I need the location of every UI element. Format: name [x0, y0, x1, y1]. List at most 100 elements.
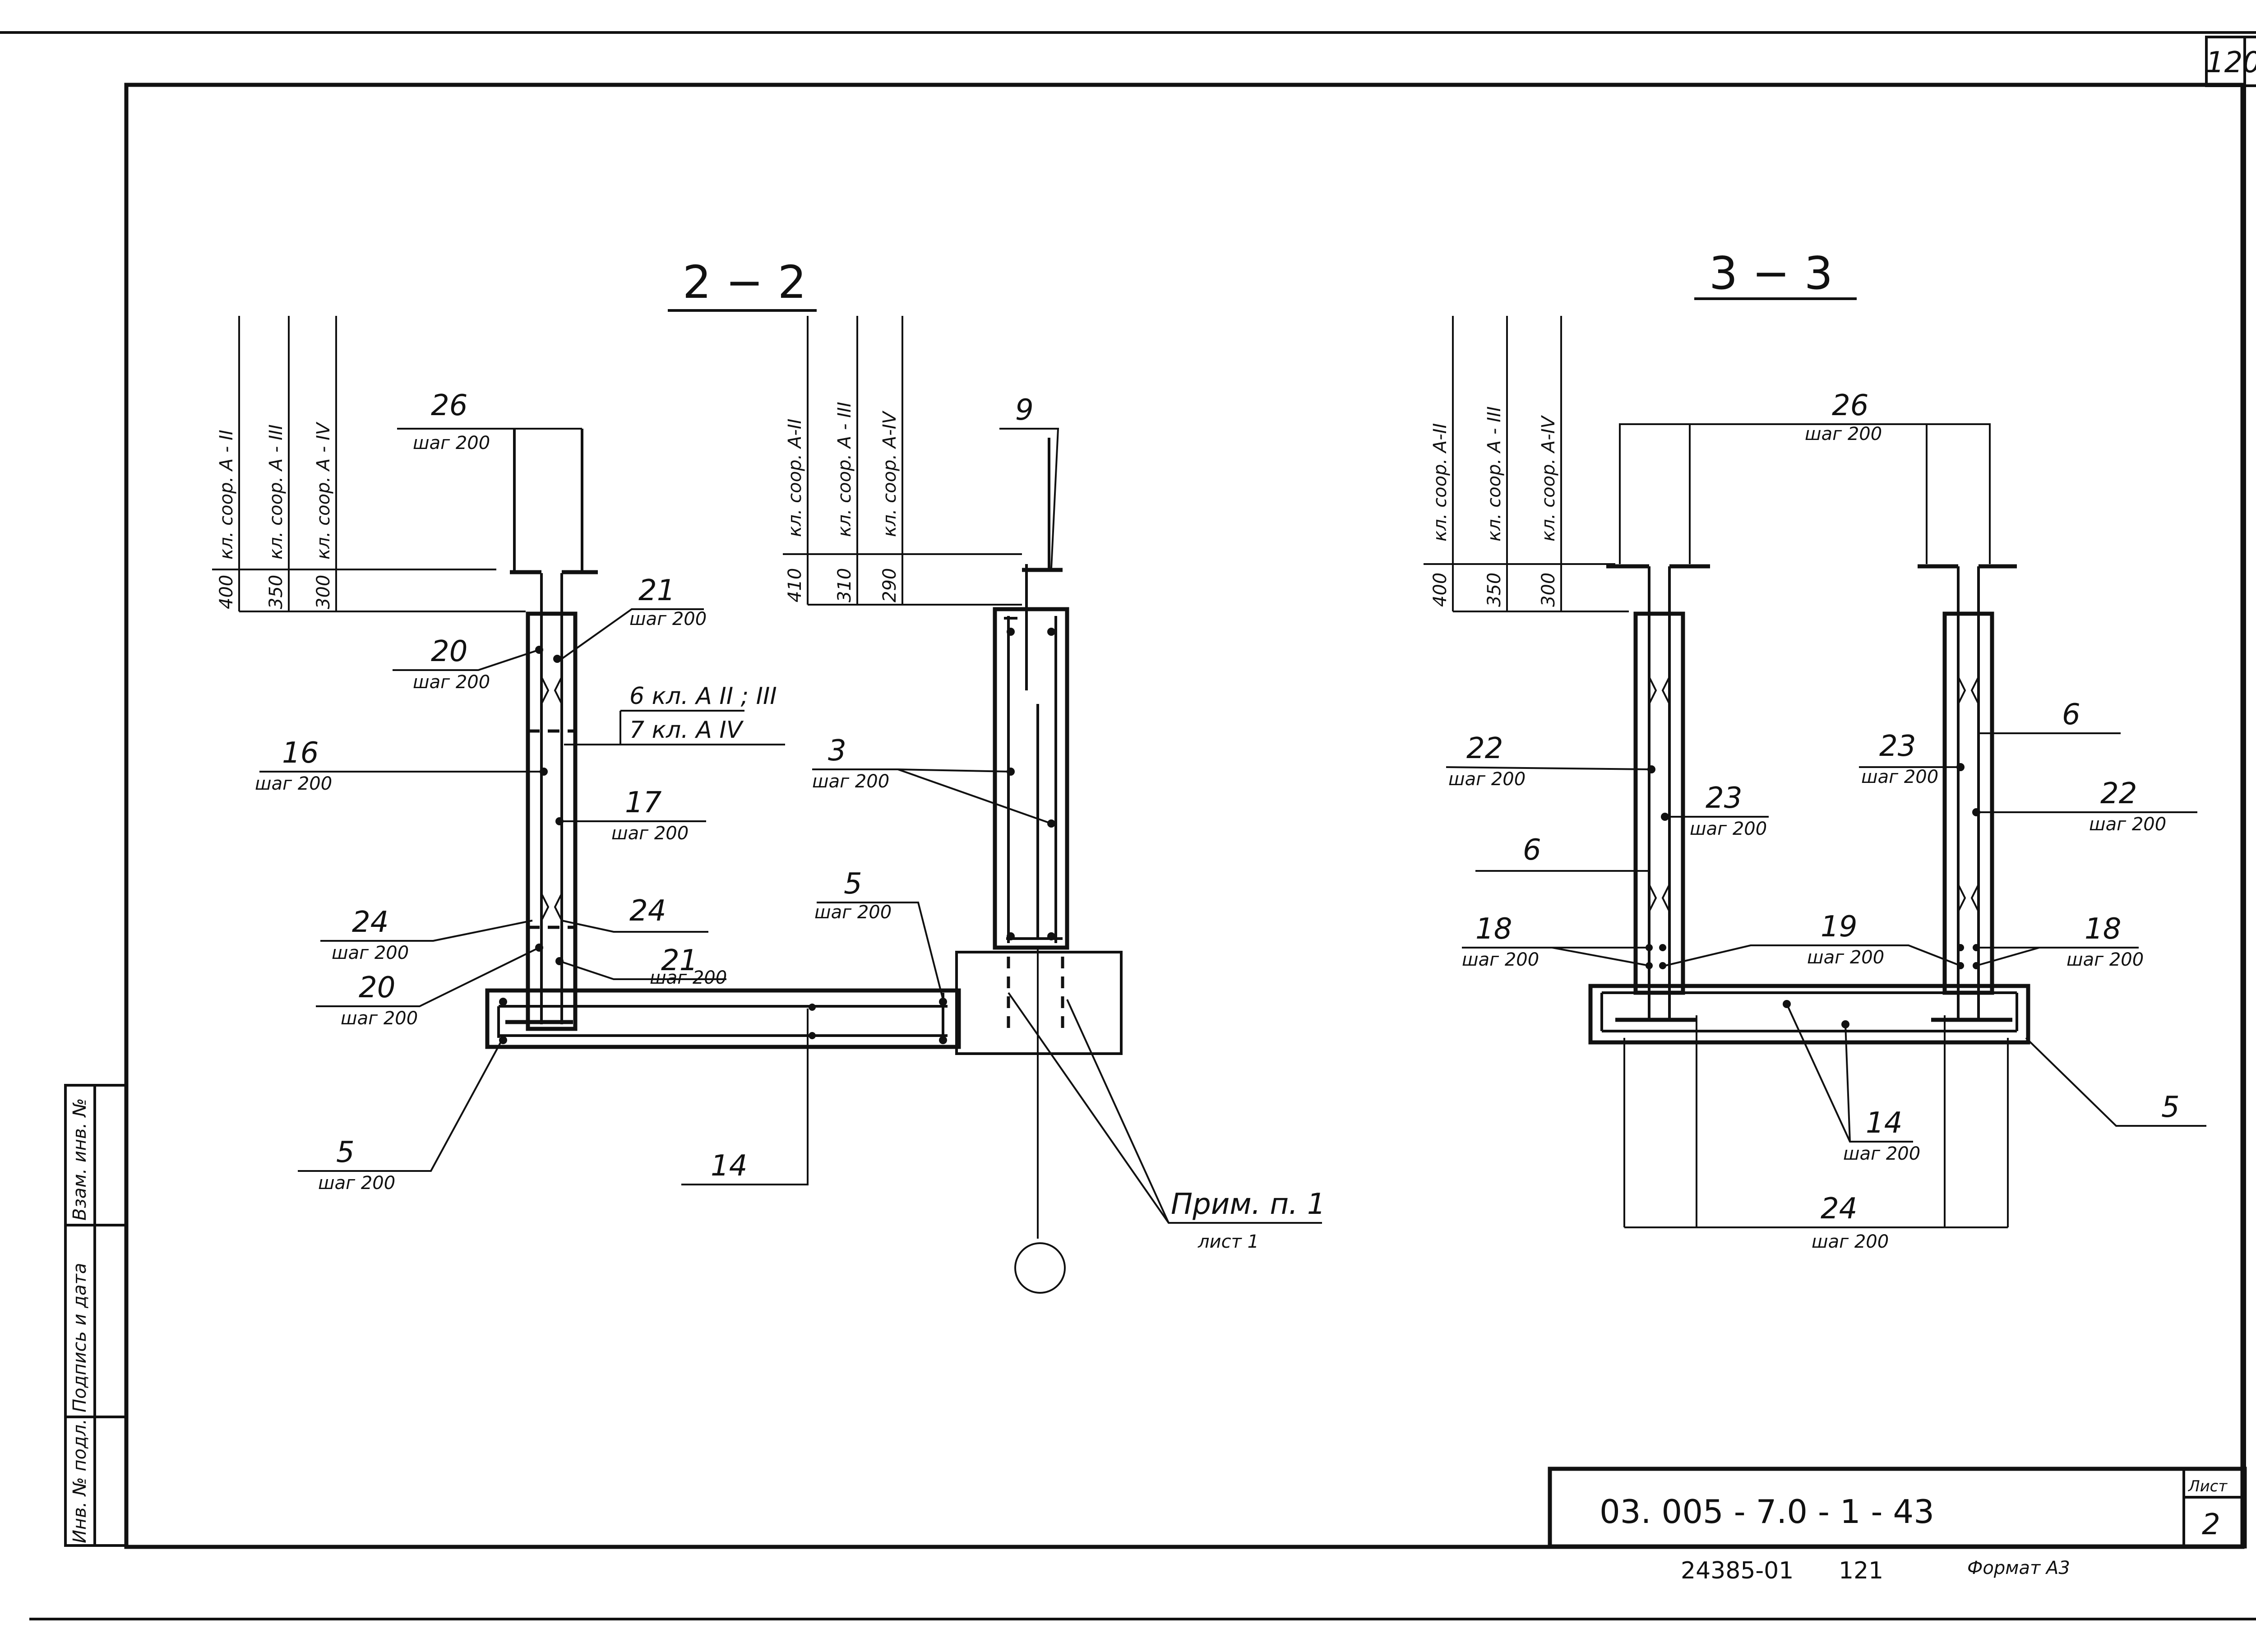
annotation-label: 20 [431, 635, 467, 668]
annotation-label: 24 [629, 894, 666, 928]
annotation-label: 290 [879, 568, 900, 602]
annotation-label: 310 [834, 568, 855, 602]
annotation-label: шаг 200 [413, 433, 490, 453]
right-wall-3 [1918, 564, 2017, 1020]
annotation-label: кл. соор. А - IV [313, 421, 334, 560]
annotation-label: кл. соор. А-IV [1538, 415, 1559, 541]
annotation-label: 400 [216, 575, 237, 609]
annotation-label: кл. соор. А - III [1484, 406, 1505, 541]
annotation-label: 16 [282, 736, 319, 770]
annotation-label: 18 [1475, 912, 1512, 946]
bar-26 [1619, 423, 1991, 564]
annotation-label: шаг 200 [814, 902, 892, 923]
annotation-label: 14 [1866, 1106, 1902, 1140]
annotation-label: шаг 200 [2089, 814, 2166, 835]
section-2-title: 2 − 2 [683, 256, 807, 309]
annotation-label: 26 [431, 389, 467, 422]
annotation-label: 17 [625, 786, 662, 819]
annotation-label: шаг 200 [255, 773, 332, 794]
side-stamp: Инв. № подл. Подпись и дата Взам. инв. № [64, 1084, 128, 1547]
drawing-code: 03. 005 - 7.0 - 1 - 43 [1600, 1493, 1934, 1531]
annotation-label: 22 [2100, 777, 2137, 810]
archive-number: 24385-01 [1681, 1557, 1794, 1584]
annotation-label: шаг 200 [332, 943, 409, 963]
right-wall [993, 438, 1069, 950]
sheet-number: 2 [2202, 1508, 2220, 1541]
annotation-label: 5 [336, 1136, 355, 1169]
annotation-label: лист 1 [1197, 1231, 1259, 1252]
annotation-label: кл. соор. А - II [216, 430, 237, 560]
stamp-inv-label: Инв. № подл. [69, 1419, 90, 1543]
annotation-label: 26 [1832, 389, 1868, 422]
class-table-right: кл. соор. А-II кл. соор. А - III кл. соо… [783, 316, 1022, 606]
annotation-label: 18 [2085, 912, 2121, 946]
annotation-label: 23 [1879, 730, 1916, 763]
annotation-label: шаг 200 [1805, 424, 1882, 444]
class-table-3: кл. соор. А-II кл. соор. А - III кл. соо… [1424, 316, 1629, 612]
annotation-label: 19 [1821, 910, 1857, 944]
annotation-label: кл. соор. А-II [1430, 423, 1451, 541]
annotation-label: шаг 200 [1861, 767, 1938, 787]
annotation-label: 7 кл. А IV [629, 717, 744, 744]
class-table-left: кл. соор. А - II кл. соор. А - III кл. с… [212, 316, 526, 612]
corner-number-box [2205, 36, 2256, 87]
annotation-label: шаг 200 [318, 1173, 395, 1194]
annotation-label: 350 [1484, 573, 1505, 607]
annotation-label: 21 [638, 574, 675, 607]
left-wall [510, 428, 598, 1031]
annotation-label: Прим. п. 1 [1171, 1188, 1326, 1221]
annotation-label: шаг 200 [2066, 949, 2144, 970]
pedestal-block [955, 948, 1123, 1294]
annotation-label: 400 [1430, 573, 1451, 607]
annotation-label: 300 [313, 575, 334, 609]
annotation-label: шаг 200 [1843, 1143, 1920, 1164]
annotation-label: 24 [352, 906, 388, 939]
base-slab-3 [1588, 984, 2030, 1227]
annotation-label: 14 [711, 1149, 747, 1183]
annotation-label: 3 [828, 734, 846, 768]
annotation-label: шаг 200 [629, 609, 707, 629]
section-3-3: 3 − 3 кл. соор. А-II кл. соор. А - III к… [1424, 247, 2206, 1252]
annotation-label: 20 [359, 971, 395, 1004]
annotation-label: кл. соор. А-IV [879, 410, 900, 537]
annotation-label: шаг 200 [650, 967, 727, 988]
drawing-frame [124, 83, 2245, 1549]
title-block: 03. 005 - 7.0 - 1 - 43 Лист 2 24385-01 1… [1548, 1467, 2247, 1584]
format-label: Формат А3 [1967, 1558, 2070, 1578]
corner-number: 120 [2206, 46, 2256, 79]
annotation-label: шаг 200 [611, 823, 689, 844]
annotation-label: шаг 200 [1807, 947, 1884, 968]
annotation-label: кл. соор. А - III [266, 424, 287, 560]
annotation-label: кл. соор. А - III [834, 402, 855, 537]
annotation-label: 9 [1015, 393, 1034, 427]
annotation-label: 5 [2161, 1091, 2180, 1124]
sheet-label: Лист [2187, 1477, 2228, 1495]
annotation-label: шаг 200 [1448, 769, 1526, 790]
section-2-2: 2 − 2 кл. соор. А - II кл. соор. А - III… [212, 256, 1326, 1294]
annotation-label: 6 [1523, 833, 1541, 867]
annotation-label: шаг 200 [413, 672, 490, 693]
title-block-box [1548, 1467, 2247, 1549]
archive-page: 121 [1839, 1557, 1883, 1584]
annotation-label: шаг 200 [812, 771, 889, 792]
stamp-replace-label: Взам. инв. № [69, 1098, 90, 1221]
annotation-label: 350 [266, 575, 287, 609]
annotation-label: 5 [844, 867, 862, 901]
stamp-signature-label: Подпись и дата [69, 1263, 90, 1412]
annotation-label: 6 кл. А II ; III [629, 683, 777, 710]
annotation-label: 6 [2062, 698, 2080, 731]
annotation-label: кл. соор. А-II [785, 419, 805, 537]
annotation-label: шаг 200 [1690, 819, 1767, 839]
section-3-title: 3 − 3 [1709, 247, 1833, 300]
left-wall-3 [1606, 564, 1710, 1020]
annotation-label: 23 [1706, 782, 1742, 815]
annotation-label: 410 [785, 568, 805, 602]
annotation-label: шаг 200 [1812, 1231, 1889, 1252]
leaders-2: 26 шаг 200 21 шаг 200 20 шаг 200 6 кл. А… [255, 389, 1326, 1252]
leaders-3: 26 шаг 200 22 шаг 200 23 шаг 200 6 18 ша… [1446, 389, 2206, 1252]
annotation-label: шаг 200 [1462, 949, 1539, 970]
annotation-label: шаг 200 [341, 1008, 418, 1029]
annotation-label: 300 [1538, 573, 1559, 607]
base-slab-2 [485, 988, 961, 1049]
